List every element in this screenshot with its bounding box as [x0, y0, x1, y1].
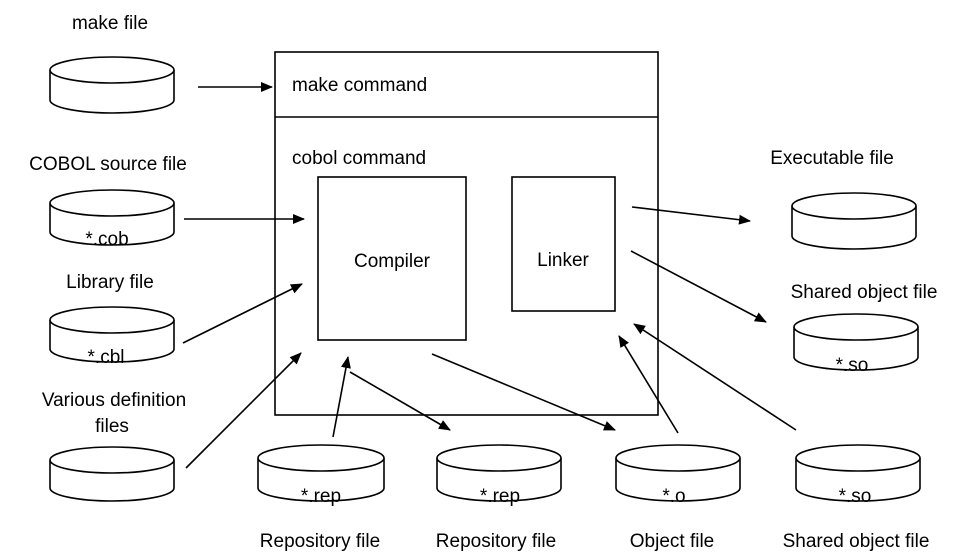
repository-out-content: *.rep — [480, 486, 520, 507]
arrow-compiler-to-object — [431, 353, 616, 431]
make-command-label: make command — [292, 75, 427, 96]
definition-files-label-line2: files — [95, 416, 129, 437]
shared-in-content: *.so — [839, 486, 872, 507]
compiler-box — [317, 176, 467, 341]
repository-in-disk-icon — [257, 444, 385, 502]
cobol-command-label: cobol command — [292, 148, 426, 169]
linker-box — [511, 176, 616, 312]
arrow-shared-to-linker — [633, 323, 797, 431]
repository-out-label: Repository file — [436, 531, 556, 552]
cobol-source-file-label: COBOL source file — [29, 154, 187, 175]
make-file-disk-icon — [49, 56, 175, 114]
arrow-definition-to-compiler — [185, 352, 302, 469]
shared-in-disk-icon — [795, 444, 921, 502]
library-file-content: *.cbl — [88, 347, 125, 368]
executable-file-label: Executable file — [770, 148, 894, 169]
object-file-content: *.o — [662, 486, 685, 507]
shared-out-content: *.so — [836, 355, 869, 376]
library-file-disk-icon — [49, 306, 175, 363]
definition-files-disk-icon — [49, 446, 175, 502]
arrow-repository-to-compiler — [332, 356, 351, 438]
definition-files-label-line1: Various definition — [42, 390, 186, 411]
shared-out-label: Shared object file — [791, 282, 938, 303]
shared-in-label: Shared object file — [783, 531, 930, 552]
object-file-disk-icon — [615, 444, 741, 502]
shared-out-disk-icon — [793, 313, 919, 371]
arrow-linker-to-executable — [631, 206, 751, 225]
make-file-label: make file — [72, 13, 148, 34]
repository-in-label: Repository file — [260, 531, 380, 552]
arrow-linker-to-shared — [630, 250, 767, 323]
library-file-label: Library file — [66, 272, 154, 293]
arrow-object-to-linker — [618, 335, 679, 434]
object-file-label: Object file — [630, 531, 714, 552]
linker-label: Linker — [537, 250, 589, 271]
cobol-source-content: *.cob — [85, 229, 128, 250]
repository-in-content: *.rep — [301, 486, 341, 507]
cobol-source-disk-icon — [49, 189, 175, 246]
compiler-label: Compiler — [354, 251, 431, 272]
arrow-library-to-compiler — [182, 283, 303, 344]
repository-out-disk-icon — [436, 444, 562, 502]
arrow-compiler-to-repository — [349, 371, 451, 431]
executable-disk-icon — [791, 192, 917, 250]
